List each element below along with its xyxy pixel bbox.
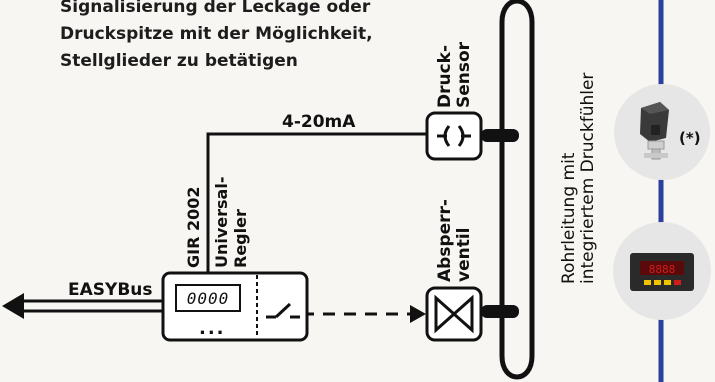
intro-line-1: Signalisierung der Leckage oder [60, 0, 371, 17]
bus-label: EASYBus [68, 280, 153, 300]
signal-line [206, 132, 427, 283]
controller-name-line-1: Universal- [212, 176, 231, 268]
valve-label-line-2: ventil [454, 227, 474, 283]
sensor-label-line-2: Sensor [454, 41, 474, 108]
controller-display [175, 284, 241, 312]
actuation-arrowhead [410, 305, 426, 323]
intro-text: Signalisierung der Leckage oder Druckspi… [60, 0, 420, 75]
controller-dots: ... [199, 318, 226, 339]
valve-label-line-1: Absperr- [435, 199, 455, 282]
sensor-stub [481, 129, 519, 142]
valve-stub [481, 305, 519, 318]
sensor-label: Druck- Sensor [435, 41, 474, 108]
sensor-note: (*) [679, 129, 701, 147]
pipe-label-line-2: integriertem Druckfühler [578, 72, 598, 284]
pipe [499, 0, 535, 380]
valve-symbol [434, 294, 474, 334]
sensor-label-line-1: Druck- [435, 44, 455, 108]
controller-name-line-2: Regler [231, 209, 250, 268]
relay-contact-blade [274, 302, 292, 319]
pressure-sensor-box [425, 111, 483, 161]
valve-label: Absperr- ventil [435, 199, 474, 283]
intro-line-2: Druckspitze mit der Möglichkeit, [60, 24, 373, 44]
intro-line-3: Stellglieder zu betätigen [60, 51, 298, 71]
signal-label: 4-20mA [282, 112, 356, 132]
easybus-arrowhead [2, 293, 24, 319]
controller-model: GIR 2002 [184, 186, 203, 268]
controller-display-value: 0000 [186, 289, 230, 308]
controller-name: Universal- Regler [212, 177, 250, 268]
panel-display-icon: 8888 [630, 253, 694, 291]
pressure-sensor-icon [640, 102, 669, 160]
pipe-label-line-1: Rohrleitung mit [559, 152, 579, 284]
pipe-label: Rohrleitung mit integriertem Druckfühler [559, 72, 598, 284]
svg-text:8888: 8888 [649, 263, 676, 276]
